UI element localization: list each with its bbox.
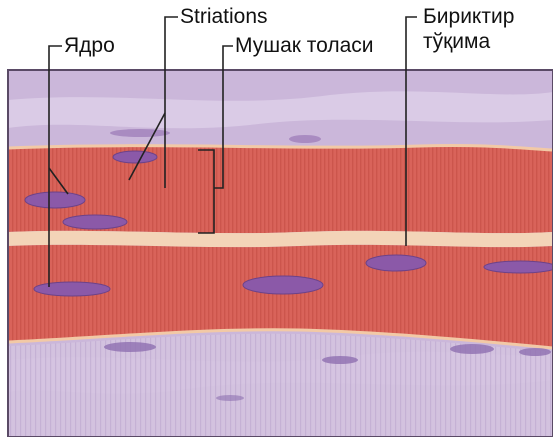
- nucleus: [289, 135, 321, 143]
- nucleus: [322, 356, 358, 364]
- nucleus: [34, 282, 110, 296]
- nucleus: [243, 276, 323, 294]
- label-muscle-fiber: Мушак толаси: [235, 35, 374, 57]
- nucleus: [484, 261, 553, 273]
- nucleus: [450, 344, 494, 354]
- nucleus: [63, 215, 127, 229]
- label-nucleus: Ядро: [64, 35, 115, 57]
- nucleus: [519, 348, 551, 356]
- nucleus: [25, 192, 85, 208]
- connective-tissue-strand: [8, 231, 553, 247]
- label-striations: Striations: [180, 6, 268, 28]
- tissue-panel: [8, 70, 553, 437]
- nucleus: [366, 255, 426, 271]
- nucleus: [110, 129, 170, 137]
- label-connective-tissue-line1: Бириктир: [423, 6, 514, 28]
- nucleus: [104, 342, 156, 352]
- nucleus: [216, 395, 244, 401]
- nucleus: [113, 151, 157, 163]
- label-connective-tissue-line2: тўқима: [423, 31, 490, 53]
